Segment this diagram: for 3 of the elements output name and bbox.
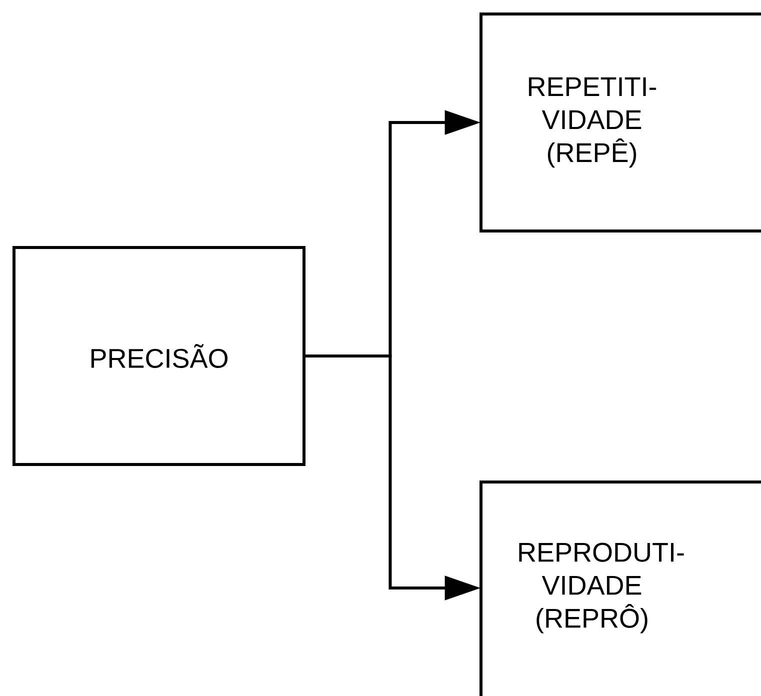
process-box: REPRODUTI-VIDADE (REPRÔ) (480, 480, 761, 696)
process-box: REPETITI-VIDADE (REPÊ) (480, 12, 761, 232)
process-box: PRECISÃO (12, 246, 306, 466)
